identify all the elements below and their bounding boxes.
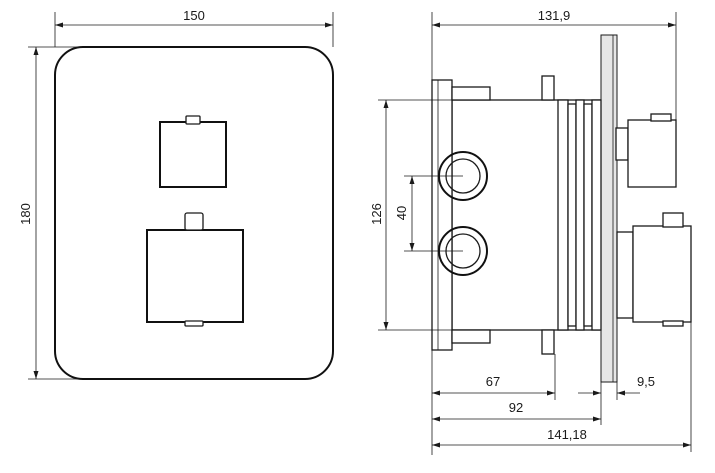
dimension-port-spacing-label: 40 [394,206,409,220]
dimension-body-height-label: 126 [369,203,384,225]
lower-knob [146,229,244,323]
dimension-overall-depth-label: 141,18 [547,427,587,442]
dimension-height-front: 180 [18,46,82,380]
dimension-mount-depth-label: 92 [509,400,523,415]
dimension-width-front-label: 150 [183,8,205,23]
upper-knob-side [615,113,677,188]
dimension-mount-depth: 92 [432,382,602,425]
lower-knob-tab [184,212,204,231]
dimension-overall-depth: 141,18 [432,322,692,452]
lower-knob-bottom-tab [184,320,204,327]
cover-plate [54,46,334,380]
side-view: 131,9 126 40 67 [369,8,692,455]
dimension-body-height: 126 [369,99,452,331]
dimension-height-front-label: 180 [18,203,33,225]
dimension-total-depth: 131,9 [431,8,677,120]
dimension-plate-offset: 9,5 [578,374,655,400]
dimension-plate-offset-label: 9,5 [637,374,655,389]
box-ribs [557,99,602,331]
dimension-total-depth-label: 131,9 [538,8,571,23]
front-view: 150 180 [18,8,334,380]
dimension-body-depth-label: 67 [486,374,500,389]
upper-knob-tab [185,115,201,125]
wall-plate [600,34,618,383]
dimension-width-front: 150 [54,8,334,47]
upper-knob [159,121,227,188]
dimension-body-depth: 67 [431,350,556,455]
dimension-port-spacing: 40 [394,175,463,252]
rear-flange [431,79,453,351]
lower-knob-side [616,212,692,327]
